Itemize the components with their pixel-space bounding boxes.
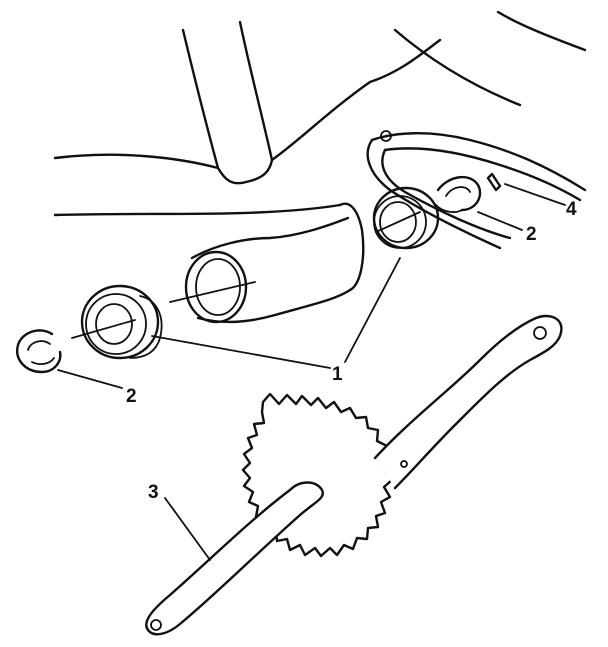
bearing-retainer-right <box>435 175 482 213</box>
one-piece-crank <box>145 314 563 636</box>
chainring-sprocket <box>241 392 394 558</box>
bearing-cup-right <box>372 186 440 250</box>
frame-tubes <box>53 10 587 217</box>
bottom-bracket-shell <box>169 202 365 324</box>
callout-1: 1 <box>332 364 343 385</box>
leader-lines <box>57 183 566 561</box>
wedge-pin <box>486 172 502 192</box>
bearing-retainer-left <box>16 329 62 374</box>
callout-labels: 1 2 2 4 3 <box>126 199 577 503</box>
bearing-cup-left <box>71 284 163 360</box>
callout-3: 3 <box>148 482 159 503</box>
chain-stays <box>366 130 587 250</box>
callout-2-left: 2 <box>126 386 137 407</box>
callout-4: 4 <box>566 199 577 220</box>
callout-2-right: 2 <box>526 224 537 245</box>
